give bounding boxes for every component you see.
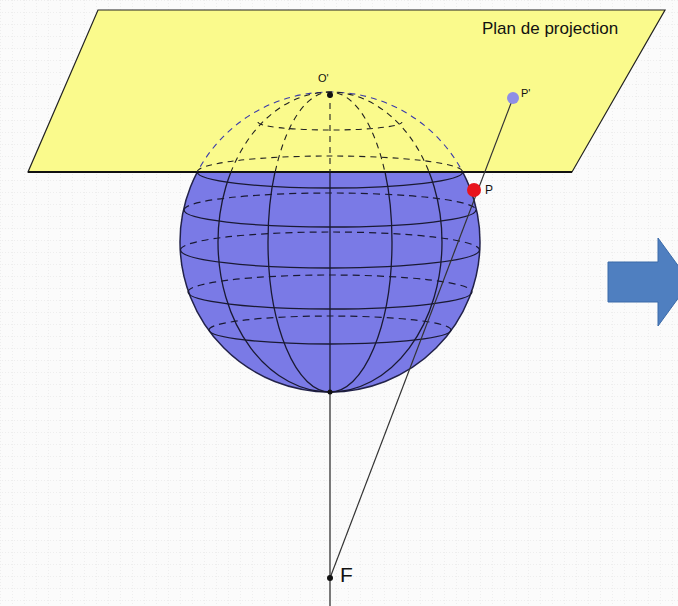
hidden-globe-lines — [180, 92, 480, 172]
plane-title: Plan de projection — [482, 20, 618, 39]
point-label: O' — [318, 72, 329, 84]
projection-ray — [330, 98, 513, 578]
south-pole — [328, 390, 333, 395]
next-arrow — [608, 238, 678, 326]
point-label: F — [340, 563, 353, 586]
projection-plane — [28, 10, 665, 172]
point-label: P — [485, 184, 493, 197]
point-f — [327, 575, 333, 581]
globe — [180, 172, 480, 392]
axis-line — [329, 392, 330, 606]
point-o — [327, 92, 333, 98]
point-p — [467, 183, 481, 197]
point-label: P' — [521, 87, 530, 99]
point-p-prime — [507, 92, 519, 104]
